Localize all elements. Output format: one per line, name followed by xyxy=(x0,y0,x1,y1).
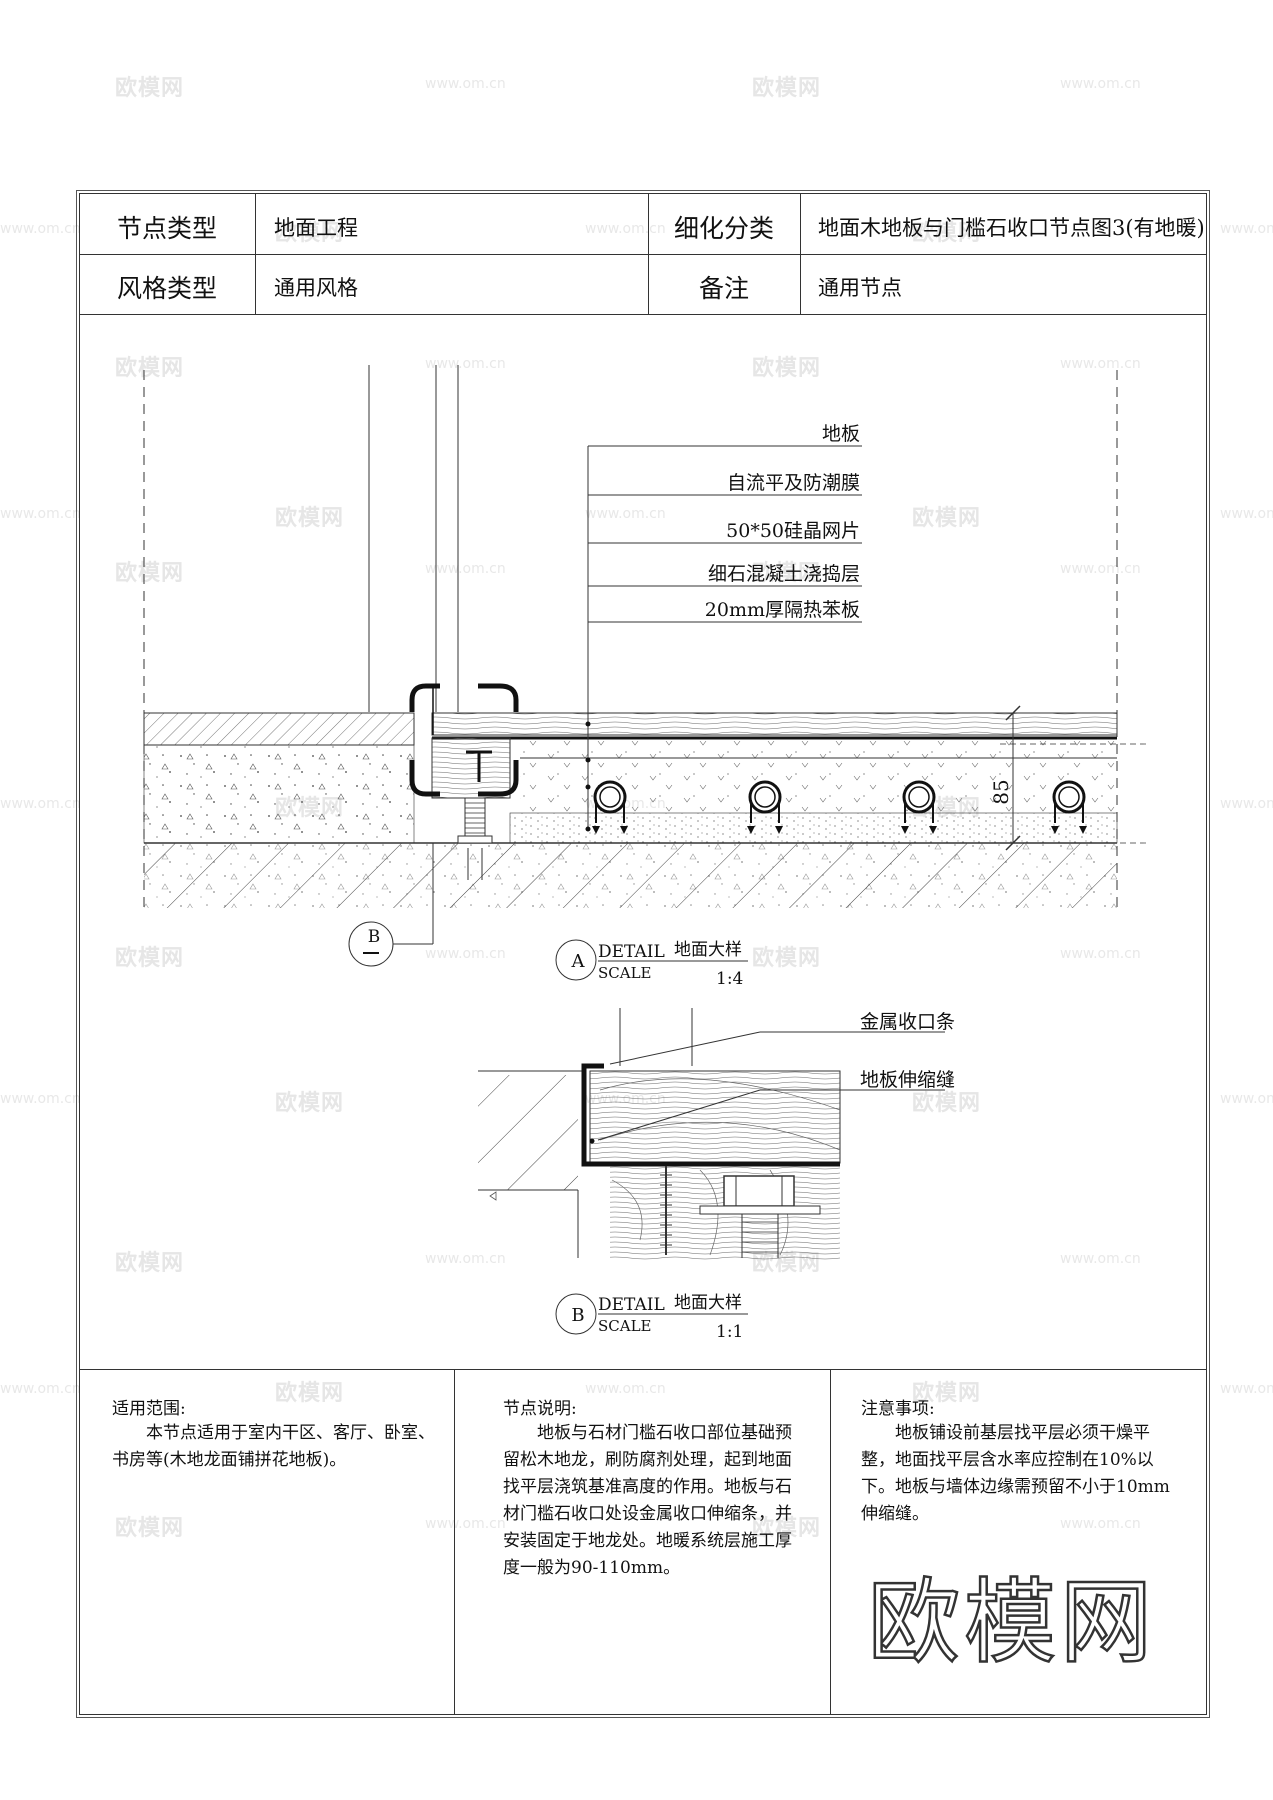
dimension-label: 85 xyxy=(989,779,1013,804)
brand-watermark-small: 欧模网 xyxy=(115,356,185,381)
callout-b-letter: B xyxy=(368,927,381,947)
brand-watermark-small: 欧模网 xyxy=(752,561,822,586)
brand-watermark-small: 欧模网 xyxy=(275,1091,345,1116)
url-watermark: www.om.cn xyxy=(1060,76,1141,92)
brand-watermark: 欧模网 xyxy=(867,1568,1157,1678)
detail-b-detail-word: DETAIL xyxy=(598,1295,665,1315)
url-watermark: www.om.cn xyxy=(1060,561,1141,577)
scope-title: 适用范围: xyxy=(112,1399,186,1419)
url-watermark: www.om.cn xyxy=(0,1091,81,1107)
url-watermark: www.om.cn xyxy=(1060,1251,1141,1267)
header-divider xyxy=(79,254,1207,255)
drawing-frame-inner xyxy=(79,193,1207,1715)
url-watermark: www.om.cn xyxy=(585,1381,666,1397)
layer-label: 20mm厚隔热苯板 xyxy=(705,599,860,621)
heating-pipe-icons xyxy=(592,780,1087,834)
node-desc-title: 节点说明: xyxy=(503,1399,577,1419)
url-watermark: www.om.cn xyxy=(0,506,81,522)
notes-col-line xyxy=(830,1369,831,1715)
layer-label: 50*50硅晶网片 xyxy=(726,520,860,542)
brand-watermark-small: 欧模网 xyxy=(752,356,822,381)
detail-b-scale: 1:1 xyxy=(716,1322,743,1342)
notes-top-line xyxy=(79,1369,1207,1370)
remark-label: 备注 xyxy=(698,274,749,303)
detail-b-marker-letter: B xyxy=(571,1305,584,1326)
layer-label: 细石混凝土浇捣层 xyxy=(708,563,860,585)
url-watermark: www.om.cn xyxy=(1060,946,1141,962)
layer-label: 自流平及防潮膜 xyxy=(727,472,860,494)
brand-watermark-small: 欧模网 xyxy=(275,1381,345,1406)
header-col-line xyxy=(800,193,801,314)
url-watermark: www.om.cn xyxy=(425,1251,506,1267)
detail-b-marker xyxy=(555,1293,597,1335)
attention-body: 地板铺设前基层找平层必须干燥平整，地面找平层含水率应控制在10%以下。地板与墙体… xyxy=(861,1423,1170,1524)
url-watermark: www.om.cn xyxy=(1220,1381,1273,1397)
brand-watermark-small: 欧模网 xyxy=(275,221,345,246)
expansion-joint-label: 地板伸缩缝 xyxy=(860,1069,955,1091)
node-desc-body: 地板与石材门槛石收口部位基础预留松木地龙，刷防腐剂处理，起到地面找平层浇筑基准高… xyxy=(503,1423,792,1578)
attention-title: 注意事项: xyxy=(861,1399,935,1419)
header-col-line xyxy=(255,193,256,314)
url-watermark: www.om.cn xyxy=(585,506,666,522)
brand-watermark-small: 欧模网 xyxy=(752,76,822,101)
style-type-label: 风格类型 xyxy=(116,274,217,303)
url-watermark: www.om.cn xyxy=(425,946,506,962)
brand-watermark-small: 欧模网 xyxy=(115,1516,185,1541)
brand-watermark-small: 欧模网 xyxy=(912,221,982,246)
header-col-line xyxy=(648,193,649,314)
brand-watermark-small: 欧模网 xyxy=(912,1091,982,1116)
style-type-value: 通用风格 xyxy=(274,276,358,300)
detail-a-marker-letter: A xyxy=(571,951,586,972)
detail-a-marker xyxy=(555,939,597,981)
url-watermark: www.om.cn xyxy=(0,796,81,812)
detail-a-title: 地面大样 xyxy=(674,940,742,960)
detail-a-scale: 1:4 xyxy=(716,969,743,989)
detail-a-detail-word: DETAIL xyxy=(598,942,665,962)
url-watermark: www.om.cn xyxy=(0,1381,81,1397)
brand-watermark-small: 欧模网 xyxy=(115,946,185,971)
detail-a-drawing: 地板 自流平及防潮膜 50*50硅晶网片 细石混凝土浇捣层 20mm厚隔热苯板 … xyxy=(143,365,1150,989)
brand-watermark-small: 欧模网 xyxy=(752,946,822,971)
detail-b-scale-word: SCALE xyxy=(598,1317,652,1335)
detail-a-scale-word: SCALE xyxy=(598,964,652,982)
callout-b-circle xyxy=(348,921,394,967)
url-watermark: www.om.cn xyxy=(1220,506,1273,522)
scope-body: 本节点适用于室内干区、客厅、卧室、书房等(木地龙面铺拼花地板)。 xyxy=(112,1423,435,1470)
brand-watermark-small: 欧模网 xyxy=(115,561,185,586)
url-watermark: www.om.cn xyxy=(1220,796,1273,812)
detail-b-title: 地面大样 xyxy=(674,1293,742,1313)
detail-b-drawing: 金属收口条 地板伸缩缝 B DETAIL 地面大样 SCALE 1:1 xyxy=(478,1008,955,1342)
brand-watermark-small: 欧模网 xyxy=(115,76,185,101)
brand-watermark-small: 欧模网 xyxy=(752,1516,822,1541)
detail-class-label: 细化分类 xyxy=(673,214,774,243)
url-watermark: www.om.cn xyxy=(1220,1091,1273,1107)
node-type-value: 地面工程 xyxy=(274,216,358,240)
brand-watermark-small: 欧模网 xyxy=(115,1251,185,1276)
url-watermark: www.om.cn xyxy=(425,76,506,92)
brand-watermark-small: 欧模网 xyxy=(912,1381,982,1406)
node-type-label: 节点类型 xyxy=(116,214,217,243)
url-watermark: www.om.cn xyxy=(1060,1516,1141,1532)
drawing-frame-outer xyxy=(76,190,1210,1718)
remark-value: 通用节点 xyxy=(818,276,902,300)
header-bottom-line xyxy=(79,314,1207,315)
brand-watermark-small: 欧模网 xyxy=(912,506,982,531)
url-watermark: www.om.cn xyxy=(425,561,506,577)
url-watermark: www.om.cn xyxy=(585,221,666,237)
url-watermark: www.om.cn xyxy=(1220,221,1273,237)
detail-class-value: 地面木地板与门槛石收口节点图3(有地暖) xyxy=(818,216,1205,240)
brand-watermark-small: 欧模网 xyxy=(275,506,345,531)
trim-label: 金属收口条 xyxy=(860,1011,955,1033)
url-watermark: www.om.cn xyxy=(0,221,81,237)
notes-col-line xyxy=(454,1369,455,1715)
layer-label: 地板 xyxy=(822,423,860,445)
url-watermark: www.om.cn xyxy=(1060,356,1141,372)
url-watermark: www.om.cn xyxy=(425,1516,506,1532)
url-watermark: www.om.cn xyxy=(425,356,506,372)
